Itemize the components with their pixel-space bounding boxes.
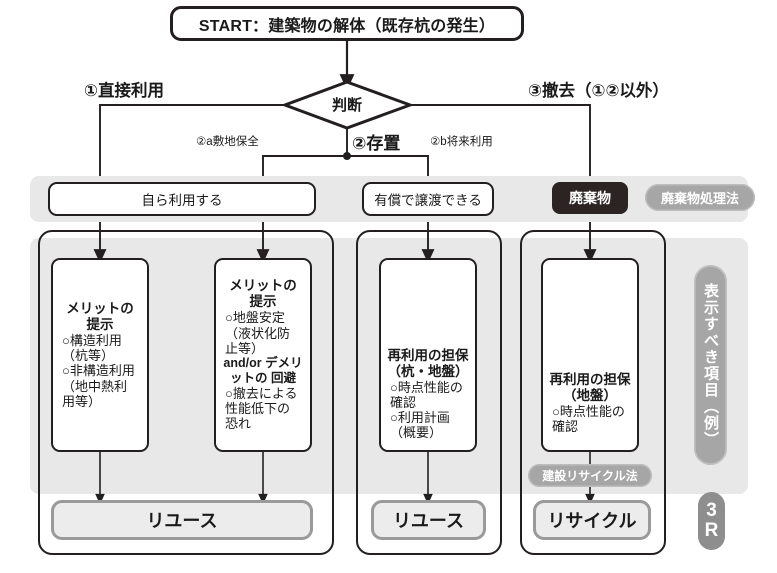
option-box-waste: 廃棄物 — [552, 182, 628, 214]
badge-3r-line1: 3 — [706, 500, 717, 522]
option-box-self-use: 自ら利用する — [48, 182, 316, 216]
card-items: ○時点性能の 確認 — [552, 403, 625, 434]
sub-label-site-preservation: ②a敷地保全 — [196, 136, 259, 148]
result-box-recycle: リサイクル — [533, 500, 651, 540]
badge-3r-line2: R — [704, 520, 719, 541]
card-title: メリットの 提示 — [66, 301, 134, 332]
law-tag-waste-management-act: 廃棄物処理法 — [645, 184, 755, 211]
card-title: 再利用の担保 （地盤） — [549, 371, 631, 403]
card-merit-ground: メリットの 提示 ○地盤安定 （液状化防 止等） and/or デメリットの 回… — [214, 258, 312, 452]
card-title: 再利用の担保 （杭・地盤） — [387, 347, 469, 379]
card-reuse-guarantee-pile-ground: 再利用の担保 （杭・地盤） ○時点性能の 確認 ○利用計画 （概要） — [379, 258, 477, 452]
card-mid-text: and/or デメリットの 回避 — [223, 355, 303, 385]
card-title: メリットの 提示 — [229, 278, 297, 310]
sub-label-future-use: ②b将来利用 — [430, 136, 493, 148]
start-label: START：建築物の解体（既存杭の発生） — [198, 17, 496, 35]
group-container-paid-transfer — [356, 230, 502, 555]
card-reuse-guarantee-ground: 再利用の担保 （地盤） ○時点性能の 確認 — [541, 258, 639, 452]
branch-label-removal: ③撤去（①②以外） — [528, 82, 669, 100]
law-tag-construction-recycling-act: 建設リサイクル法 — [528, 464, 652, 487]
branch-label-leave-in-place: ②存置 — [352, 134, 401, 153]
card-items: ○時点性能の 確認 ○利用計画 （概要） — [390, 379, 463, 441]
side-label-display-items: 表示すべき項目（例） — [694, 265, 727, 465]
option-box-paid-transfer: 有償で譲渡できる — [362, 182, 494, 216]
card-items-secondary: ○撤去による 性能低下の 恐れ — [225, 385, 298, 432]
badge-3r: 3 R — [698, 492, 725, 550]
result-box-reuse-1: リユース — [51, 500, 313, 540]
start-box: START：建築物の解体（既存杭の発生） — [170, 6, 524, 41]
group-container-waste — [520, 230, 666, 555]
card-items: ○地盤安定 （液状化防 止等） — [225, 310, 291, 356]
result-box-reuse-2: リユース — [371, 500, 486, 540]
branch-label-direct-use: ①直接利用 — [84, 82, 164, 100]
decision-label: 判断 — [331, 97, 362, 114]
card-merit-structural: メリットの 提示 ○構造利用 （杭等） ○非構造利用 （地中熱利 用等） — [51, 258, 149, 452]
group-container-self-use — [38, 230, 334, 555]
card-items: ○構造利用 （杭等） ○非構造利用 （地中熱利 用等） — [62, 332, 135, 409]
